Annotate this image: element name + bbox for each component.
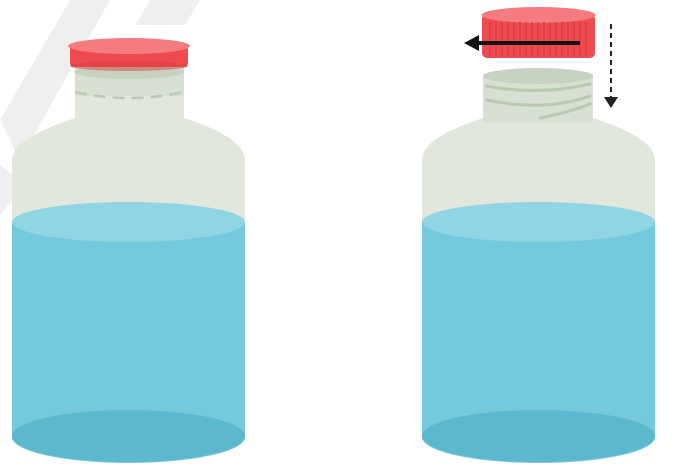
bottle-neck-opening [483,68,593,84]
liquid-bottom [12,410,245,462]
lift-dashed-arrow [604,24,618,108]
uncapped-bottle [422,7,655,463]
liquid-surface [422,202,655,242]
bottle-cap [68,38,190,71]
lifted-bottle-cap [482,7,596,58]
liquid-bottom [422,410,655,462]
liquid-surface [12,202,245,242]
